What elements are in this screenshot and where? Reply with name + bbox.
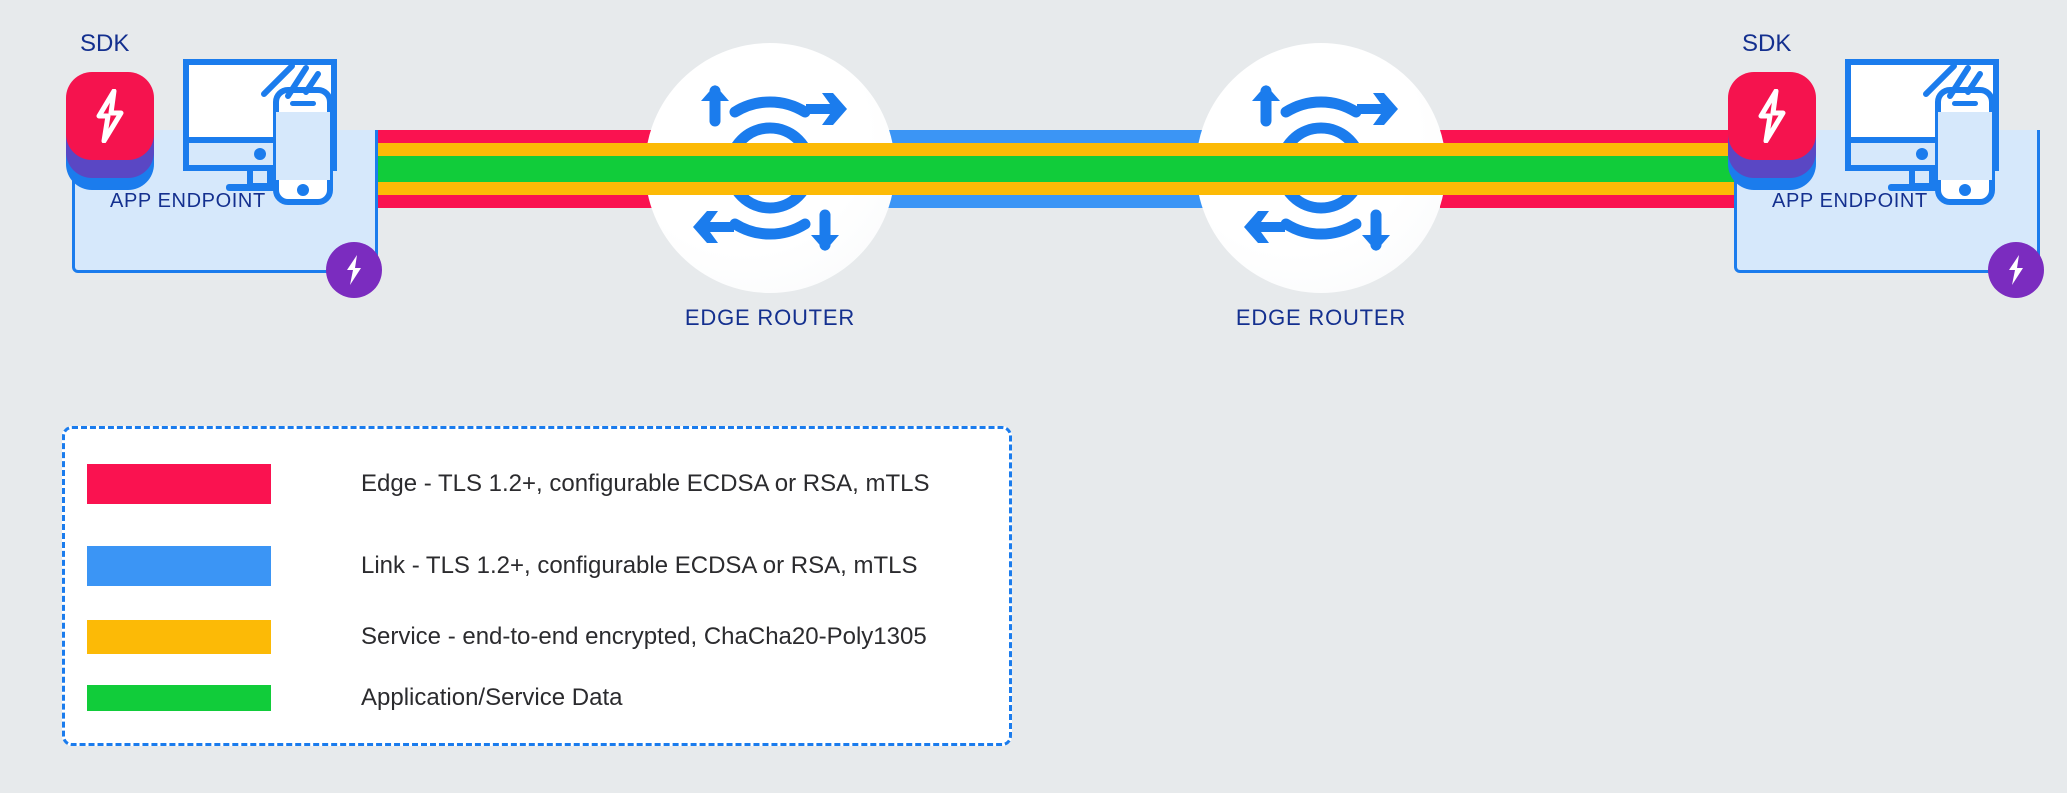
legend-item: Link - TLS 1.2+, configurable ECDSA or R… bbox=[87, 546, 917, 586]
bolt-glyph-icon bbox=[2009, 255, 2023, 285]
mobile-phone-icon bbox=[273, 87, 333, 205]
sdk-layer-red bbox=[66, 72, 154, 160]
sdk-layer-red bbox=[1728, 72, 1816, 160]
stripe-service-bottom bbox=[880, 182, 1220, 195]
signal-ticks-icon bbox=[261, 63, 321, 99]
sdk-label-left: SDK bbox=[80, 30, 130, 57]
legend-label-link: Link - TLS 1.2+, configurable ECDSA or R… bbox=[361, 552, 918, 579]
stripe-service-top bbox=[880, 143, 1220, 156]
bolt-glyph-icon bbox=[1758, 89, 1786, 143]
app-endpoint-right[interactable]: SDK APP ENDPOINT bbox=[1722, 30, 2052, 298]
legend-swatch-service bbox=[87, 620, 271, 654]
stripe-service-bottom bbox=[1440, 182, 1740, 195]
pipe-through-router-left bbox=[600, 143, 930, 195]
stripe-service-top bbox=[1440, 143, 1740, 156]
legend-swatch-link bbox=[87, 546, 271, 586]
stripe-link-bottom bbox=[880, 195, 1220, 208]
stripe-data bbox=[600, 156, 930, 182]
pipe-link-middle bbox=[880, 130, 1220, 208]
legend-item: Application/Service Data bbox=[87, 684, 622, 712]
stripe-edge-top bbox=[1440, 130, 1740, 143]
ziti-bolt-badge-icon bbox=[1988, 242, 2044, 298]
edge-router-label-left: EDGE ROUTER bbox=[684, 305, 856, 330]
ziti-bolt-badge-icon bbox=[326, 242, 382, 298]
stripe-service-bottom bbox=[600, 182, 930, 195]
stripe-link-top bbox=[880, 130, 1220, 143]
endpoint-label-left: APP ENDPOINT bbox=[110, 190, 266, 212]
stripe-service-top bbox=[1180, 143, 1510, 156]
legend-swatch-data bbox=[87, 685, 271, 711]
bolt-glyph-icon bbox=[347, 255, 361, 285]
ziti-sdk-stack-icon bbox=[1717, 68, 1827, 190]
stripe-data bbox=[880, 156, 1220, 182]
stripe-edge-bottom bbox=[1440, 195, 1740, 208]
legend-label-service: Service - end-to-end encrypted, ChaCha20… bbox=[361, 623, 927, 650]
stripe-service-bottom bbox=[1180, 182, 1510, 195]
legend-label-edge: Edge - TLS 1.2+, configurable ECDSA or R… bbox=[361, 470, 930, 497]
signal-ticks-icon bbox=[1923, 63, 1983, 99]
endpoint-label-right: APP ENDPOINT bbox=[1772, 190, 1928, 212]
mobile-phone-icon bbox=[1935, 87, 1995, 205]
legend-item: Edge - TLS 1.2+, configurable ECDSA or R… bbox=[87, 464, 930, 504]
legend-panel: Edge - TLS 1.2+, configurable ECDSA or R… bbox=[62, 426, 1012, 746]
edge-router-label-right: EDGE ROUTER bbox=[1235, 305, 1407, 330]
legend-swatch-edge bbox=[87, 464, 271, 504]
legend-item: Service - end-to-end encrypted, ChaCha20… bbox=[87, 620, 927, 654]
pipe-through-router-right bbox=[1180, 143, 1510, 195]
stripe-service-top bbox=[600, 143, 930, 156]
ziti-sdk-stack-icon bbox=[55, 68, 165, 190]
bolt-glyph-icon bbox=[96, 89, 124, 143]
sdk-label-right: SDK bbox=[1742, 30, 1792, 57]
app-endpoint-left[interactable]: SDK APP ENDPOINT bbox=[60, 30, 390, 298]
stripe-data bbox=[1180, 156, 1510, 182]
legend-label-data: Application/Service Data bbox=[361, 684, 623, 711]
